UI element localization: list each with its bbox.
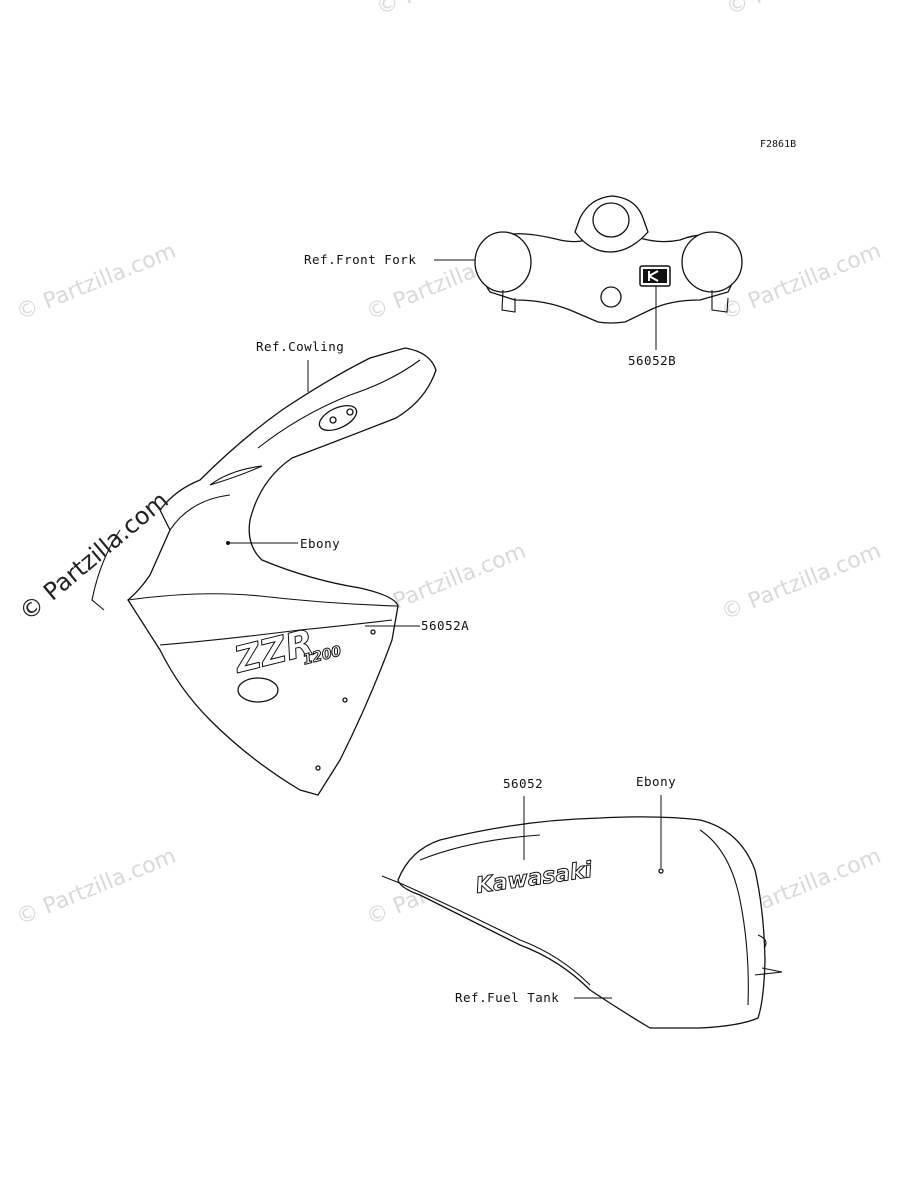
watermark-text: © Partzilla.com [13,844,180,931]
cowl-lower-line [127,593,399,607]
tank-mount-tab [754,967,783,976]
cowling-body [127,347,437,796]
label-ebony-cowl: Ebony [300,536,340,551]
watermarks: © Partzilla.com © Partzilla.com © Partzi… [13,0,890,931]
label-cowling: Ref.Cowling [256,339,344,354]
cowl-edge [169,494,231,531]
bridge-hole [600,286,622,308]
label-fuel-tank: Ref.Fuel Tank [455,990,559,1005]
watermark-text: © Partzilla.com [723,0,890,21]
label-56052b: 56052B [628,353,676,368]
stem-hole [592,202,630,238]
mount-bolt [329,416,337,424]
watermark-text: © Partzilla.com [718,539,885,626]
mount-bolt [346,408,354,416]
left-clamp-slit [501,289,516,313]
ebony-point-tank [658,868,664,874]
cowl-screw [342,697,348,703]
left-fork-clamp [474,231,532,293]
right-clamp-slit [711,290,729,313]
label-56052: 56052 [503,776,543,791]
watermark-text: © Partzilla.com [718,239,885,326]
cowling: ZZR 1200 [91,347,437,796]
figure-code: F2861B [760,139,796,150]
ebony-point-cowl [226,541,230,545]
k-logo-icon [648,270,659,282]
tank-clip [757,934,767,949]
tank-lower-edge [381,875,591,986]
cowl-section-line [159,619,393,646]
cowl-trim-edge [91,529,121,611]
watermark-text: © Partzilla.com [13,239,180,326]
cowl-duct-hole [237,677,279,703]
watermark-text: © Partzilla.com [373,0,540,21]
tank-body [397,816,766,1029]
tank-side-contour [699,829,749,1006]
cowl-screw [315,765,321,771]
cowl-screw [370,629,376,635]
label-ebony-tank: Ebony [636,774,676,789]
cowl-upper-ridge [257,359,421,449]
cowl-vent [209,465,263,486]
front-fork-bridge [474,195,743,324]
label-56052a: 56052A [421,618,469,633]
fuel-tank: Kawasaki [381,816,783,1029]
tank-highlight [419,834,541,861]
right-fork-clamp [681,231,743,293]
k-emblem-fill [643,269,667,283]
label-front-fork: Ref.Front Fork [304,252,416,267]
